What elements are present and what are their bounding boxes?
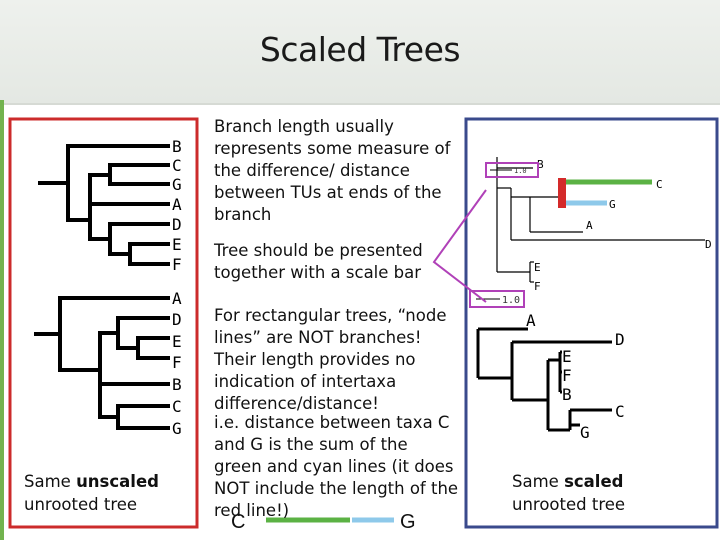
unscaled-tree-2-labels: A D E F B C G: [172, 289, 182, 438]
paragraph-branch-length: Branch length usually represents some me…: [214, 117, 451, 224]
scaled2-label-f: F: [562, 366, 572, 385]
right-caption-pre: Same: [512, 472, 565, 491]
right-panel-caption: Same scaled unrooted tree: [512, 470, 712, 516]
scaled1-label-b: B: [537, 158, 544, 171]
left-edge-strip: [0, 100, 4, 540]
unscaled2-leaf-label: G: [172, 419, 182, 438]
slide-title: Scaled Trees: [259, 30, 461, 69]
scaled-tree-1-labels: B C G A D E F: [534, 158, 712, 293]
scale-bar-2-highlight: [469, 290, 525, 308]
unscaled-tree-2: [34, 296, 170, 430]
scale-bar-2-label: 1.0: [502, 295, 520, 306]
scale-bar-1-highlight: [485, 162, 539, 178]
paragraph-distance-example: i.e. distance between taxa C and G is th…: [214, 413, 459, 520]
pointer-arrow: [432, 189, 487, 303]
scaled-tree-2-labels: A D E F B C G: [526, 311, 625, 442]
unscaled2-leaf-label: F: [172, 353, 182, 372]
unscaled2-leaf-label: D: [172, 310, 182, 329]
unscaled2-leaf-label: B: [172, 375, 182, 394]
paragraph-scale-bar: Tree should be presented together with a…: [214, 241, 423, 282]
unscaled1-leaf-label: D: [172, 215, 182, 234]
scaled2-label-d: D: [615, 330, 625, 349]
scaled1-label-d: D: [705, 238, 712, 251]
left-caption-pre: Same: [24, 472, 77, 491]
scaled1-label-g: G: [609, 198, 616, 211]
unscaled-tree-1-labels: B C G A D E F: [172, 137, 182, 274]
paragraph-node-lines: For rectangular trees, “node lines” are …: [214, 306, 447, 413]
unscaled2-leaf-label: C: [172, 397, 182, 416]
scaled2-label-c: C: [615, 402, 625, 421]
unscaled1-leaf-label: F: [172, 255, 182, 274]
header-title-box: [0, 0, 720, 105]
scaled-tree-2: [476, 327, 612, 432]
scaled2-label-e: E: [562, 347, 572, 366]
left-panel-border: [8, 117, 199, 529]
legend-label-c: C: [231, 511, 245, 533]
scaled2-label-g: G: [580, 423, 590, 442]
scale-bar-1-label: 1.0: [514, 167, 527, 175]
scaled2-label-a: A: [526, 311, 536, 330]
left-caption-post: unrooted tree: [24, 495, 138, 514]
unscaled1-leaf-label: C: [172, 156, 182, 175]
unscaled2-leaf-label: E: [172, 332, 182, 351]
left-panel-caption: Same unscaled unrooted tree: [24, 470, 194, 516]
unscaled1-leaf-label: G: [172, 175, 182, 194]
red-node-line: [558, 178, 566, 208]
unscaled1-leaf-label: E: [172, 235, 182, 254]
scaled1-label-e: E: [534, 261, 541, 274]
scaled1-label-a: A: [586, 219, 593, 232]
unscaled2-leaf-label: A: [172, 289, 182, 308]
scaled-tree-1: [496, 157, 705, 273]
right-caption-post: unrooted tree: [512, 495, 626, 514]
scaled1-label-f: F: [534, 280, 541, 293]
unscaled-tree-1: [38, 144, 170, 266]
legend-label-g: G: [400, 511, 416, 533]
right-panel-border: [464, 117, 719, 529]
scaled1-label-c: C: [656, 178, 663, 191]
scaled2-label-b: B: [562, 385, 572, 404]
unscaled1-leaf-label: A: [172, 195, 182, 214]
unscaled1-leaf-label: B: [172, 137, 182, 156]
left-caption-bold: unscaled: [76, 472, 159, 491]
right-caption-bold: scaled: [564, 472, 624, 491]
